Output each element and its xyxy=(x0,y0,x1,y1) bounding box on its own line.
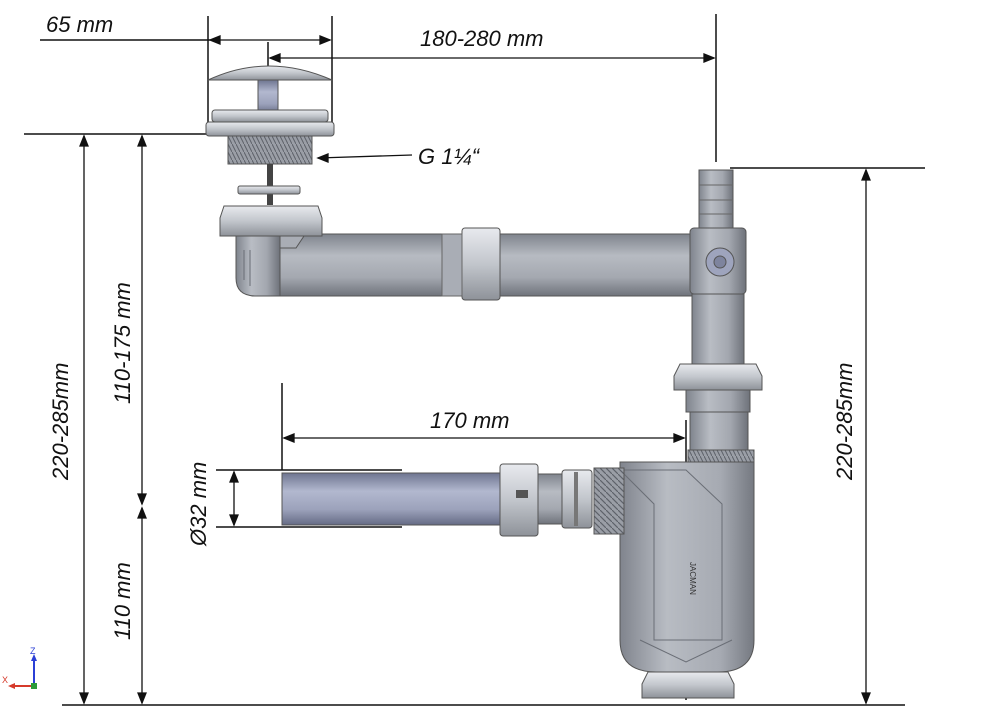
pipe-coupling xyxy=(461,227,501,301)
compression-nut xyxy=(499,463,539,537)
thread-leader xyxy=(317,154,413,159)
column-nut xyxy=(673,363,763,391)
label-thread: G 1¼“ xyxy=(418,144,481,169)
label-diameter: Ø32 mm xyxy=(186,462,211,547)
label-180-280mm: 180-280 mm xyxy=(420,26,544,51)
label-base: 110 mm xyxy=(110,562,135,640)
bottle-trap: JACMAN xyxy=(593,461,755,699)
label-total-right: 220-285mm xyxy=(832,363,857,481)
plug-stem xyxy=(257,79,279,115)
label-total-left: 220-285mm xyxy=(48,363,73,481)
sink-flange xyxy=(205,121,335,137)
lock-nut xyxy=(237,185,301,195)
plug-thread xyxy=(227,135,313,165)
reference-lines xyxy=(24,14,925,706)
basket-nut xyxy=(219,205,323,237)
horizontal-waste-pipe xyxy=(251,227,701,301)
label-170mm: 170 mm xyxy=(430,408,509,433)
axis-x-label: X xyxy=(2,675,8,685)
outlet-pipe xyxy=(281,463,593,537)
trap-side-thread xyxy=(593,467,625,535)
dimension-lines xyxy=(79,35,871,705)
axis-y-icon xyxy=(31,683,37,689)
label-65mm: 65 mm xyxy=(46,12,113,37)
outlet-pipe-32mm xyxy=(281,472,505,526)
axis-triad: Z X xyxy=(2,646,37,689)
overflow-column xyxy=(673,169,763,463)
brand-mark: JACMAN xyxy=(688,562,697,595)
click-clack-plug-assembly xyxy=(205,65,335,297)
plug-cap xyxy=(207,65,333,81)
label-adjust: 110-175 mm xyxy=(110,282,135,404)
elbow-bend xyxy=(235,235,281,297)
axis-z-label: Z xyxy=(30,646,36,656)
trap-bottom-cap xyxy=(641,671,735,699)
overflow-spigot xyxy=(698,169,734,229)
